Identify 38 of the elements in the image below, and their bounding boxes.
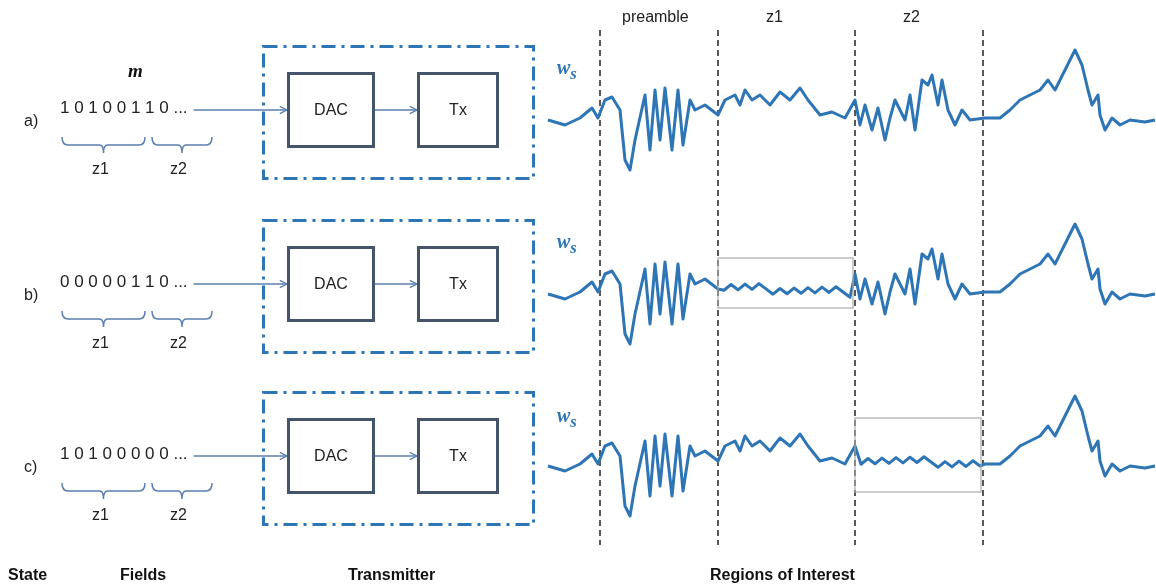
region-label: preamble	[622, 8, 689, 26]
field-label: z2	[170, 334, 187, 352]
transmitter-frame	[262, 391, 535, 526]
block: DAC	[287, 246, 375, 322]
region-label: z1	[766, 8, 783, 26]
arrow	[192, 279, 288, 289]
field-label: z1	[92, 334, 109, 352]
row-label: b)	[24, 286, 39, 304]
field-label: z1	[92, 160, 109, 178]
column-heading: Regions of Interest	[710, 566, 855, 584]
arrow	[192, 451, 288, 461]
field-label: z2	[170, 160, 187, 178]
field-label: z1	[92, 506, 109, 524]
block: DAC	[287, 72, 375, 148]
block: Tx	[417, 246, 499, 322]
row-label: a)	[24, 112, 39, 130]
column-heading: State	[8, 566, 48, 584]
signal-symbol: w$_{s}$	[557, 56, 577, 84]
region-label: z2	[903, 8, 920, 26]
signal-symbol: w$_{s}$	[557, 230, 577, 258]
bit-sequence: 0 0 0 0 0 1 1 0 ...	[60, 272, 188, 292]
field-label: z2	[170, 506, 187, 524]
arrow	[374, 451, 418, 461]
block: DAC	[287, 418, 375, 494]
bit-sequence: 1 0 1 0 0 0 0 0 ...	[60, 444, 188, 464]
arrow	[192, 105, 288, 115]
block: Tx	[417, 418, 499, 494]
transmitter-frame	[262, 45, 535, 180]
signal-symbol: w$_{s}$	[557, 404, 577, 432]
column-heading: Fields	[120, 566, 167, 584]
message-symbol: m	[128, 60, 143, 82]
arrow	[374, 105, 418, 115]
bit-sequence: 1 0 1 0 0 1 1 0 ...	[60, 98, 188, 118]
transmitter-frame	[262, 219, 535, 354]
column-heading: Transmitter	[348, 566, 436, 584]
arrow	[374, 279, 418, 289]
row-label: c)	[24, 458, 38, 476]
block: Tx	[417, 72, 499, 148]
